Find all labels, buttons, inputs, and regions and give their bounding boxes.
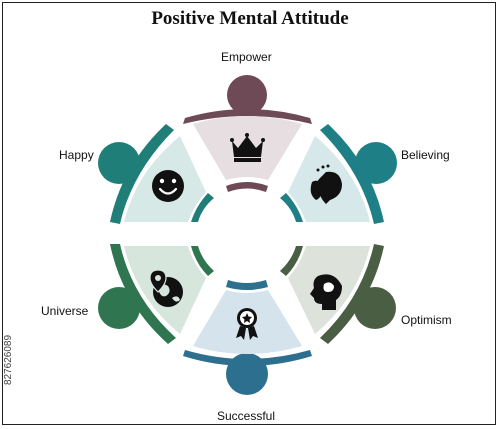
stock-id-watermark: 827626089 [3, 334, 14, 386]
label-happy: Happy [59, 148, 94, 162]
medal-icon [236, 308, 258, 340]
segment-optimism [280, 244, 396, 344]
universe-person-head [98, 287, 140, 329]
empower-person-head [227, 75, 267, 115]
empower-inner-arc [226, 182, 268, 192]
segment-successful [183, 280, 312, 395]
segment-believing [280, 124, 397, 224]
successful-person-arms [183, 350, 312, 366]
universe-inner-arc [191, 246, 214, 276]
successful-inner-arc [226, 280, 268, 290]
head-profile-icon [310, 164, 342, 204]
segment-empower [183, 75, 312, 192]
label-optimism: Optimism [401, 313, 452, 327]
smiley-icon [152, 170, 184, 202]
brain-head-icon [310, 274, 342, 310]
segment-universe [98, 244, 214, 344]
believing-person-arms [320, 124, 384, 224]
label-empower: Empower [221, 50, 272, 64]
happy-person-arms [110, 124, 174, 224]
optimism-person-arms [320, 244, 384, 344]
segment-happy [98, 124, 214, 224]
universe-person-arms [110, 244, 176, 344]
happy-inner-arc [191, 193, 214, 222]
globe-pin-icon [149, 269, 183, 307]
empower-person-arms [183, 109, 312, 124]
label-universe: Universe [41, 304, 89, 318]
crown-icon [230, 133, 265, 162]
believing-inner-arc [280, 193, 303, 222]
label-successful: Successful [217, 409, 276, 423]
optimism-inner-arc [280, 246, 303, 276]
image-frame [2, 2, 496, 425]
label-believing: Believing [401, 148, 450, 162]
diagram-title: Positive Mental Attitude [151, 8, 349, 29]
